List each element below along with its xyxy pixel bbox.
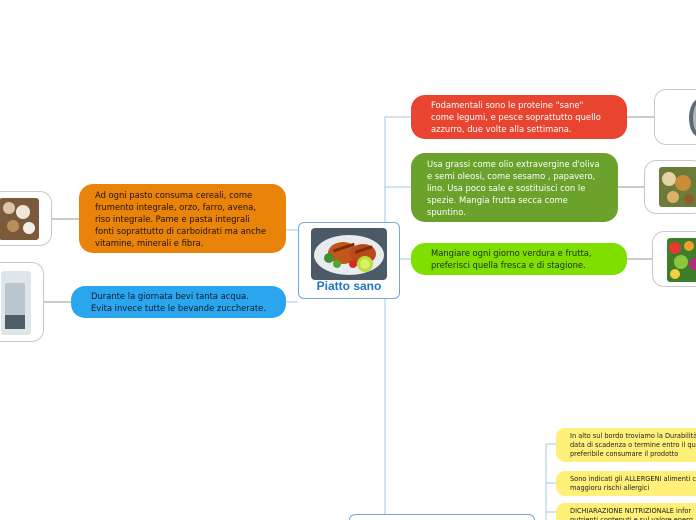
branch-proteins[interactable]: Fodamentali sono le proteine "sane" come… — [411, 95, 627, 139]
water-image-node[interactable] — [0, 262, 44, 342]
branch-vegetables-text: Mangiare ogni giorno verdura e frutta, p… — [431, 248, 592, 270]
cereals-image-node[interactable] — [0, 191, 52, 246]
branch-fats[interactable]: Usa grassi come olio extravergine d'oliv… — [411, 153, 618, 222]
central-topic[interactable]: Piatto sano — [298, 222, 400, 299]
label-node-durability-text: In alto sul bordo troviamo la Durabilità… — [570, 432, 696, 458]
water-glass-image — [0, 263, 44, 342]
fats-image-node[interactable] — [644, 160, 696, 214]
label-node-allergens[interactable]: Sono indicati gli ALLERGENI alimenti c i… — [556, 471, 696, 496]
vegetables-image-node[interactable] — [652, 231, 696, 287]
branch-water[interactable]: Durante la giornata bevi tanta acqua. Ev… — [71, 286, 286, 318]
branch-cereals-text: Ad ogni pasto consuma cereali, come frum… — [95, 190, 266, 248]
fish-image — [655, 90, 696, 145]
proteins-image-node[interactable] — [654, 89, 696, 145]
healthy-plate-image — [311, 228, 387, 280]
bottom-topic[interactable] — [349, 514, 535, 520]
branch-cereals[interactable]: Ad ogni pasto consuma cereali, come frum… — [79, 184, 286, 253]
branch-proteins-text: Fodamentali sono le proteine "sane" come… — [431, 100, 601, 134]
label-node-durability[interactable]: In alto sul bordo troviamo la Durabilità… — [556, 428, 696, 462]
label-node-allergens-text: Sono indicati gli ALLERGENI alimenti c i… — [570, 475, 696, 492]
cereals-image — [0, 192, 52, 246]
label-node-nutrition-text: DICHIARAZIONE NUTRIZIONALE infor nutrien… — [570, 507, 693, 520]
branch-water-text: Durante la giornata bevi tanta acqua. Ev… — [91, 291, 266, 313]
branch-vegetables[interactable]: Mangiare ogni giorno verdura e frutta, p… — [411, 243, 627, 275]
seeds-oil-image — [645, 161, 696, 214]
vegetables-image — [653, 232, 696, 287]
central-title: Piatto sano — [299, 279, 399, 293]
label-node-nutrition[interactable]: DICHIARAZIONE NUTRIZIONALE infor nutrien… — [556, 503, 696, 520]
branch-fats-text: Usa grassi come olio extravergine d'oliv… — [427, 159, 600, 217]
